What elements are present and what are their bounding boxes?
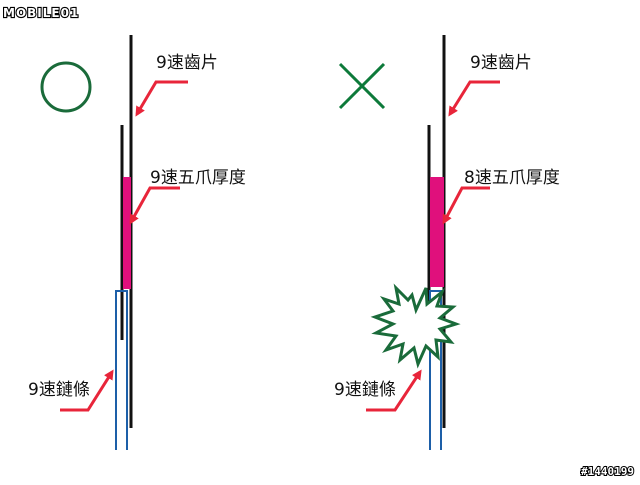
right-thickness-label: 8速五爪厚度 — [464, 168, 560, 188]
bad-mark-cross-stroke — [338, 62, 386, 110]
logo-text: MOBILE01 — [3, 6, 79, 20]
right-thickness-bar — [430, 177, 444, 287]
left-thickness-arrow — [129, 186, 180, 225]
right-cog-label: 9速齒片 — [470, 53, 532, 73]
right-thickness-arrow — [442, 186, 490, 225]
right-panel: 9速齒片 8速五爪厚度 9速鏈條 — [334, 35, 560, 450]
mobile01-logo: MOBILE01 — [2, 5, 79, 21]
left-thickness-label: 9速五爪厚度 — [150, 168, 246, 188]
image-id: #1440199 — [581, 465, 634, 478]
left-chain-outline — [115, 290, 128, 450]
good-mark-circle-icon — [40, 61, 92, 113]
left-cog-arrow — [135, 80, 188, 117]
left-panel: 9速齒片 9速五爪厚度 9速鏈條 — [28, 35, 246, 450]
right-chain-outline — [429, 290, 442, 450]
right-chain-label: 9速鏈條 — [334, 380, 396, 400]
right-chain-arrow — [366, 369, 422, 412]
right-cog-arrow — [448, 80, 500, 117]
collision-burst-icon — [370, 283, 461, 369]
left-chain-label: 9速鏈條 — [28, 380, 90, 400]
left-thickness-bar — [123, 177, 131, 289]
left-cog-label: 9速齒片 — [156, 53, 218, 73]
left-chain-arrow — [60, 369, 114, 412]
